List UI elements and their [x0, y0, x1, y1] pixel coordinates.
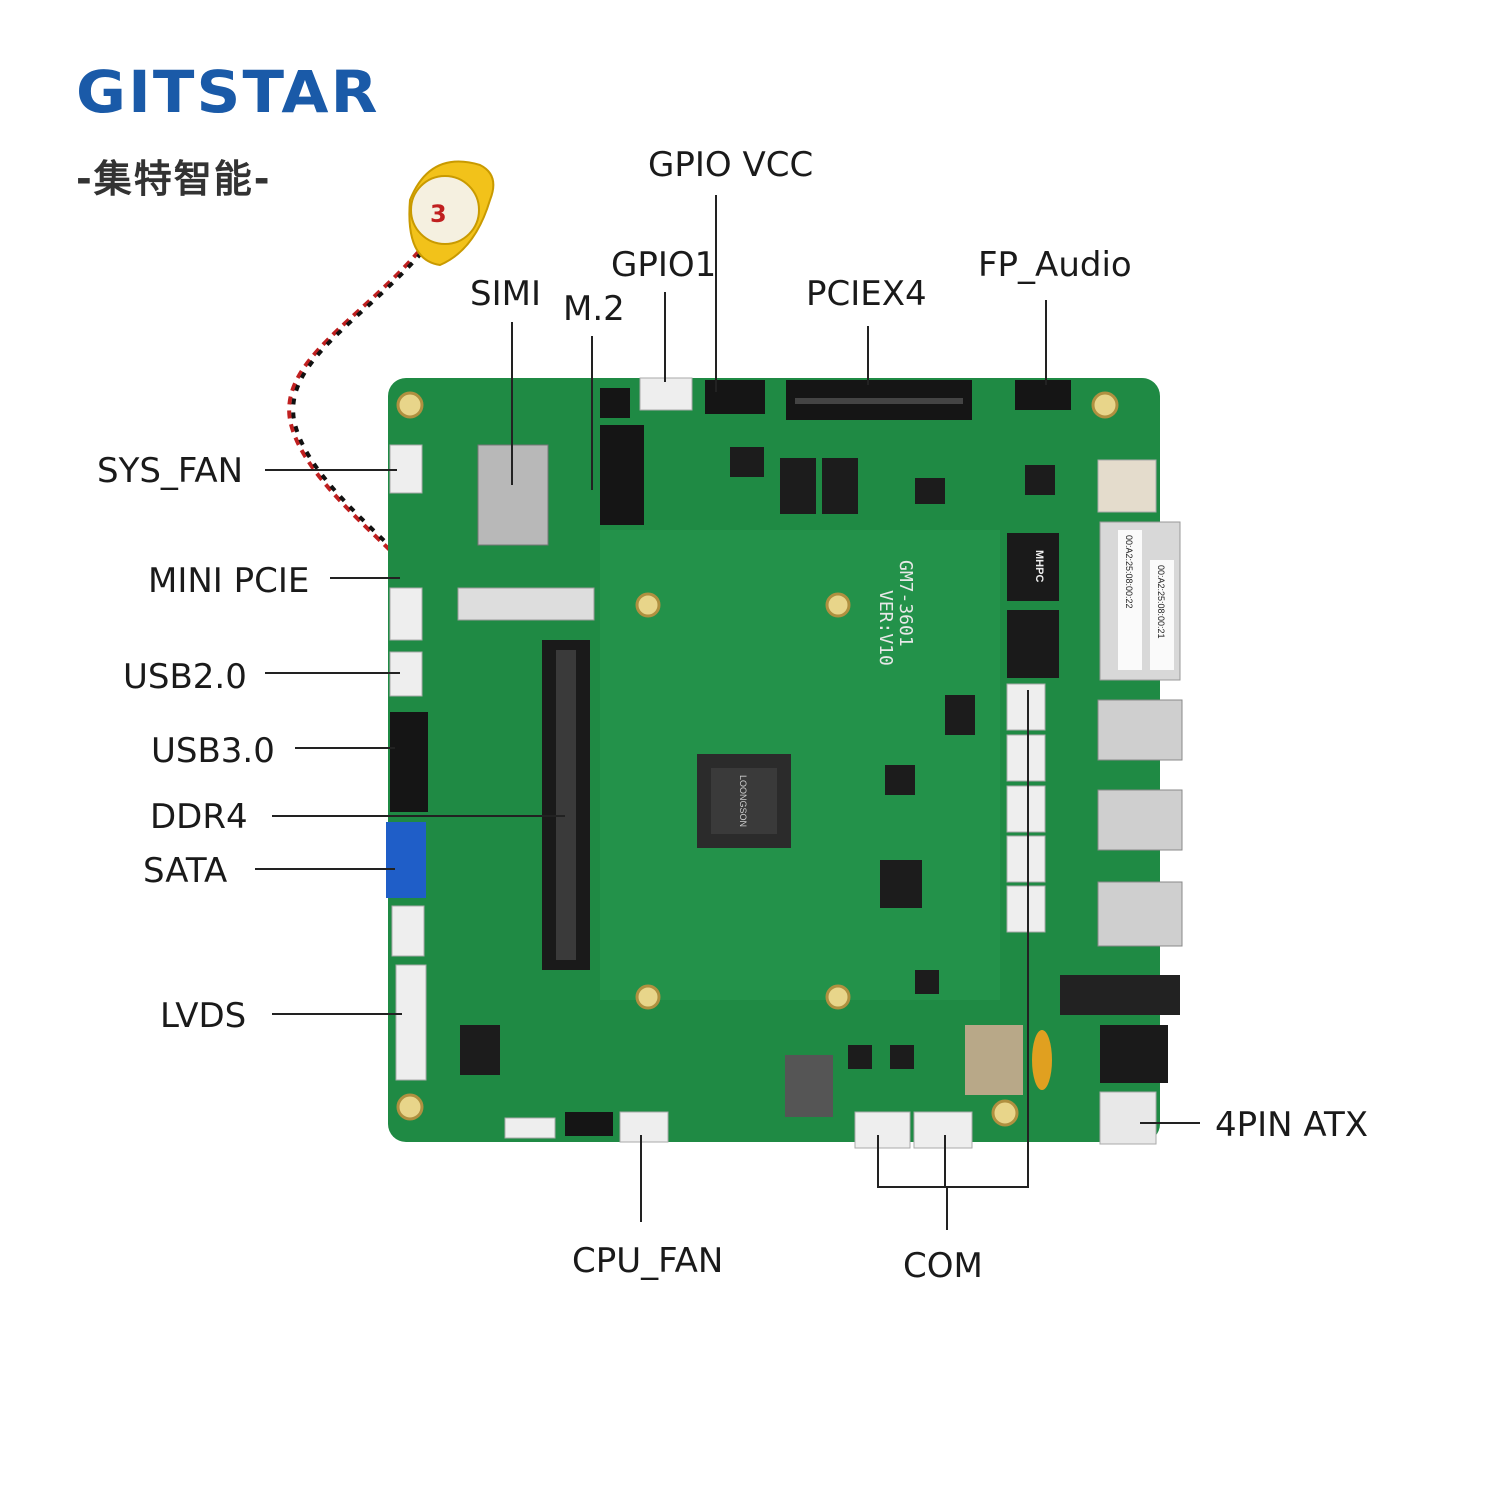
dc-jack [1100, 1025, 1168, 1083]
usb2-header [389, 651, 423, 697]
brand-name: GITSTAR [76, 58, 380, 126]
label-usb2: USB2.0 [123, 657, 247, 697]
board-model: GM7-3601 [895, 560, 916, 647]
label-usb3: USB3.0 [151, 731, 275, 771]
label-sys-fan: SYS_FAN [97, 451, 243, 491]
usb3-header [390, 712, 428, 812]
label-cpu-fan: CPU_FAN [572, 1241, 723, 1281]
svg-text:3: 3 [430, 200, 447, 228]
transformer-brand: MHPC [1033, 550, 1045, 582]
label-ddr4: DDR4 [150, 797, 248, 837]
audio-jack [1097, 459, 1157, 513]
leader-lines [255, 195, 1200, 1230]
mini-pcie-slot [457, 587, 595, 621]
chip-brand: LOONGSON [738, 775, 748, 827]
lvds-connector [395, 964, 427, 1081]
label-4pin-atx: 4PIN ATX [1215, 1105, 1368, 1145]
com-header [913, 1111, 973, 1149]
mounting-holes [396, 391, 1119, 1127]
label-lvds: LVDS [160, 996, 246, 1036]
cmos-battery: 3 [287, 160, 495, 562]
cpu-fan-connector [619, 1111, 669, 1143]
board-version: VER:V10 [875, 590, 896, 666]
inductor [965, 1025, 1023, 1095]
label-com: COM [903, 1246, 983, 1286]
sata-port [386, 822, 426, 898]
label-pciex4: PCIEX4 [806, 274, 927, 314]
gpio-vcc-header [705, 380, 765, 414]
label-mini-pcie: MINI PCIE [148, 561, 309, 601]
mac-label-2: 00:A2:25:08:00:21 [1156, 565, 1166, 639]
lan-transformer [1007, 533, 1059, 601]
lan-transformer [1007, 610, 1059, 678]
com-header [854, 1111, 911, 1149]
m2-slot [600, 425, 644, 525]
label-sata: SATA [143, 851, 227, 891]
label-fp-audio: FP_Audio [978, 245, 1132, 285]
fp-audio-header [1015, 380, 1071, 410]
atx-connector [1099, 1091, 1157, 1145]
misc-components [460, 447, 1055, 1117]
com-headers-right [1006, 683, 1046, 933]
label-gpio-vcc: GPIO VCC [648, 145, 813, 185]
label-simi: SIMI [470, 274, 541, 314]
gpio1-header [639, 377, 693, 411]
hdmi-port [1060, 975, 1180, 1015]
label-gpio1: GPIO1 [611, 245, 716, 285]
usb-ports [1097, 699, 1183, 947]
mac-label-1: 00:A2:25:08:00:22 [1124, 535, 1134, 609]
label-m2: M.2 [563, 289, 625, 329]
brand-logo: GITSTAR -集特智能- [76, 62, 377, 203]
brand-subtitle: -集特智能- [76, 157, 272, 201]
